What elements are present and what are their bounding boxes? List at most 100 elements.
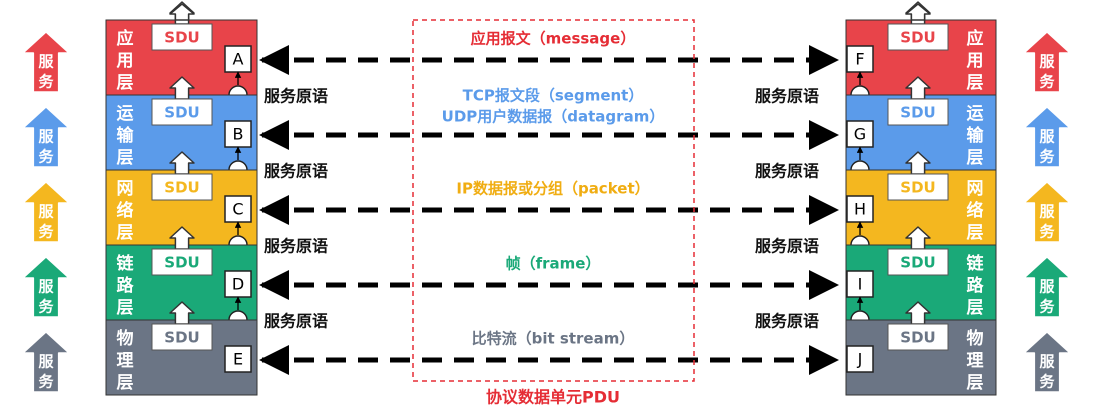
left-service-primitive-label: 服务原语	[264, 237, 328, 256]
right-sdu-box	[887, 173, 949, 201]
left-sap-letter: C	[232, 200, 243, 219]
left-service-arrow-label: 务	[38, 223, 54, 241]
right-service-primitive-label: 服务原语	[755, 162, 819, 181]
left-sdu-box	[151, 323, 213, 351]
left-sdu-box	[151, 98, 213, 126]
right-service-arrow-label: 服	[1039, 128, 1055, 146]
left-service-primitive-label: 服务原语	[264, 87, 328, 106]
pdu-caption: 协议数据单元PDU	[486, 388, 620, 407]
right-service-arrow-icon	[1023, 106, 1071, 168]
left-service-arrow-icon	[22, 31, 70, 93]
left-sdu-label: SDU	[164, 104, 199, 122]
right-sap-box	[846, 195, 874, 223]
right-sap-letter: F	[855, 50, 864, 69]
pdu-label-bg	[485, 178, 621, 200]
left-sap-letter: D	[232, 275, 244, 294]
right-service-arrow-label: 服	[1039, 353, 1055, 371]
right-layer-name-char: 层	[967, 73, 984, 93]
left-service-primitive-label: 服务原语	[264, 162, 328, 181]
right-layer-name-char: 络	[967, 200, 984, 221]
left-protocol-stack: 应用层SDUA服务原语运输层SDUB服务原语网络层SDUC服务原语链路层SDUD…	[105, 1, 328, 396]
left-sap-letter: B	[233, 125, 244, 144]
left-sdu-label: SDU	[164, 179, 199, 197]
left-service-arrow-icon	[22, 181, 70, 243]
left-layer-name-char: 物	[117, 328, 134, 349]
right-service-arrow-label: 服	[1039, 203, 1055, 221]
left-sdu-box	[151, 173, 213, 201]
left-layer-name-char: 链	[117, 253, 135, 274]
left-layer-name-char: 层	[117, 223, 134, 243]
right-layer-name-char: 层	[967, 223, 984, 243]
right-sap-letter: I	[858, 275, 863, 294]
right-layer-name-char: 物	[967, 328, 984, 349]
left-layer-name-char: 层	[117, 298, 134, 318]
left-sap-letter: E	[233, 350, 243, 369]
right-layer-name-char: 运	[967, 104, 984, 124]
left-layer-name-char: 层	[117, 73, 134, 93]
right-service-arrow-label: 服	[1039, 278, 1055, 296]
right-service-arrow-label: 务	[1039, 148, 1055, 166]
left-layer-name-char: 运	[117, 104, 134, 124]
left-layer-name-char: 层	[117, 373, 134, 393]
left-sdu-label: SDU	[164, 254, 199, 272]
right-sdu-label: SDU	[900, 254, 935, 272]
left-layer-name-char: 应	[117, 28, 134, 49]
right-layer-name-char: 输	[967, 125, 985, 146]
right-layer-name-char: 层	[967, 148, 984, 168]
right-sdu-label: SDU	[900, 104, 935, 122]
left-sdu-label: SDU	[164, 29, 199, 47]
right-layer-name-char: 用	[967, 51, 984, 71]
left-service-arrow-icon	[22, 256, 70, 318]
right-sdu-box	[887, 98, 949, 126]
pdu-label: UDP用户数据报（datagram）	[442, 108, 665, 126]
pdu-label: IP数据报或分组（packet）	[456, 180, 649, 198]
pdu-label-bg	[490, 85, 616, 107]
pdu-label: TCP报文段（segment）	[463, 87, 644, 105]
right-sap-box	[846, 45, 874, 73]
pdu-label: 帧（frame）	[506, 255, 601, 273]
left-sap-box	[224, 120, 252, 148]
right-sap-letter: G	[854, 125, 866, 144]
right-service-primitive-label: 服务原语	[755, 87, 819, 106]
right-sdu-box	[887, 323, 949, 351]
left-service-arrow-label: 服	[38, 278, 54, 296]
left-service-arrow-label: 服	[38, 53, 54, 71]
right-service-arrow-icon	[1023, 181, 1071, 243]
pdu-label-bg	[477, 106, 629, 128]
left-layer-name-char: 络	[117, 200, 134, 221]
right-service-primitive-label: 服务原语	[755, 237, 819, 256]
left-layer-name-char: 输	[117, 125, 135, 146]
left-service-primitive-label: 服务原语	[264, 312, 328, 331]
pdu-label: 应用报文（message）	[471, 30, 636, 48]
right-service-arrow-label: 务	[1039, 373, 1055, 391]
right-service-arrow-icon	[1023, 31, 1071, 93]
left-top-sdu-arrow-icon	[169, 3, 195, 21]
right-sdu-box	[887, 23, 949, 51]
right-layer-name-char: 网	[967, 179, 984, 199]
left-layer-name-char: 路	[117, 275, 135, 296]
right-sap-letter: J	[857, 350, 863, 369]
left-sap-letter: A	[233, 50, 244, 69]
right-service-arrow-label: 务	[1039, 223, 1055, 241]
right-service-arrow-label: 服	[1039, 53, 1055, 71]
pdu-label-bg	[519, 253, 587, 275]
right-layer-name-char: 链	[967, 253, 985, 274]
right-layer-name-char: 理	[967, 351, 984, 371]
right-sdu-box	[887, 248, 949, 276]
left-service-arrow-icon	[22, 331, 70, 393]
right-top-sdu-arrow-icon	[905, 3, 931, 21]
right-service-arrow-label: 务	[1039, 73, 1055, 91]
right-sdu-label: SDU	[900, 29, 935, 47]
right-layer-name-char: 层	[967, 373, 984, 393]
left-service-arrow-label: 务	[38, 148, 54, 166]
right-sdu-label: SDU	[900, 329, 935, 347]
right-service-arrow-icon	[1023, 256, 1071, 318]
left-sdu-box	[151, 248, 213, 276]
left-service-arrow-label: 服	[38, 353, 54, 371]
right-protocol-stack: 应用层SDUF服务原语运输层SDUG服务原语网络层SDUH服务原语链路层SDUI…	[755, 1, 997, 396]
left-service-arrow-label: 务	[38, 73, 54, 91]
left-sap-box	[224, 345, 252, 373]
left-layer-name-char: 用	[117, 51, 134, 71]
left-sdu-box	[151, 23, 213, 51]
